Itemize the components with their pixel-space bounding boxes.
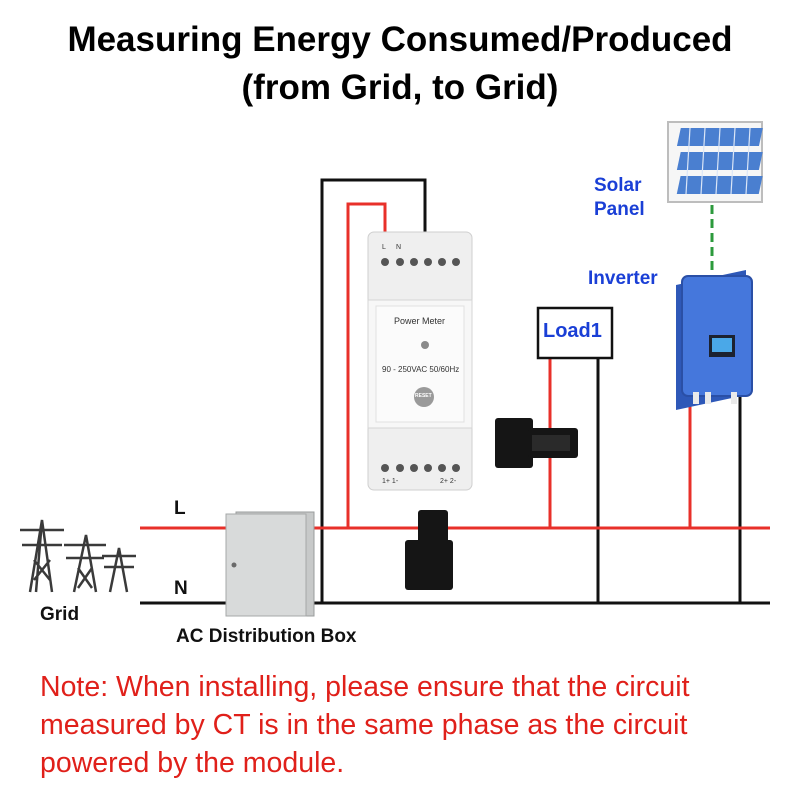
grid-label: Grid — [40, 604, 80, 625]
meter-spec: 90 - 250VAC 50/60Hz — [382, 365, 460, 374]
solar-panel-label: Solar Panel — [594, 174, 645, 222]
installation-note: Note: When installing, please ensure tha… — [40, 668, 780, 782]
load-label: Load1 — [543, 320, 602, 342]
meter-terminal-n: N — [396, 244, 402, 251]
ct-clamp-grid — [405, 510, 453, 590]
ct-clamp-load — [495, 418, 578, 468]
ac-distribution-box — [225, 511, 315, 617]
solar-panel — [667, 121, 763, 203]
neutral-wiring — [140, 178, 770, 605]
live-wiring — [140, 202, 770, 530]
inverter-label: Inverter — [588, 268, 658, 289]
meter-bottom-right: 2+ 2- — [440, 478, 457, 485]
note-text: When installing, please ensure that the … — [40, 671, 690, 779]
meter-name: Power Meter — [394, 316, 446, 326]
solar-label-line-2: Panel — [594, 199, 645, 220]
meter-reset: RESET — [415, 393, 432, 399]
solar-label-line-1: Solar — [594, 175, 642, 196]
meter-bottom-left: 1+ 1- — [382, 478, 399, 485]
title-line-2: (from Grid, to Grid) — [241, 68, 559, 107]
note-prefix: Note: — [40, 671, 109, 703]
inverter — [676, 270, 753, 410]
title-line-1: Measuring Energy Consumed/Produced — [67, 20, 733, 59]
neutral-label: N — [174, 578, 188, 599]
live-label: L — [174, 498, 186, 519]
load-box — [536, 306, 614, 360]
power-meter — [367, 231, 473, 491]
transmission-towers — [20, 519, 136, 593]
ac-box-label: AC Distribution Box — [176, 626, 357, 647]
meter-terminal-l: L — [382, 244, 386, 251]
